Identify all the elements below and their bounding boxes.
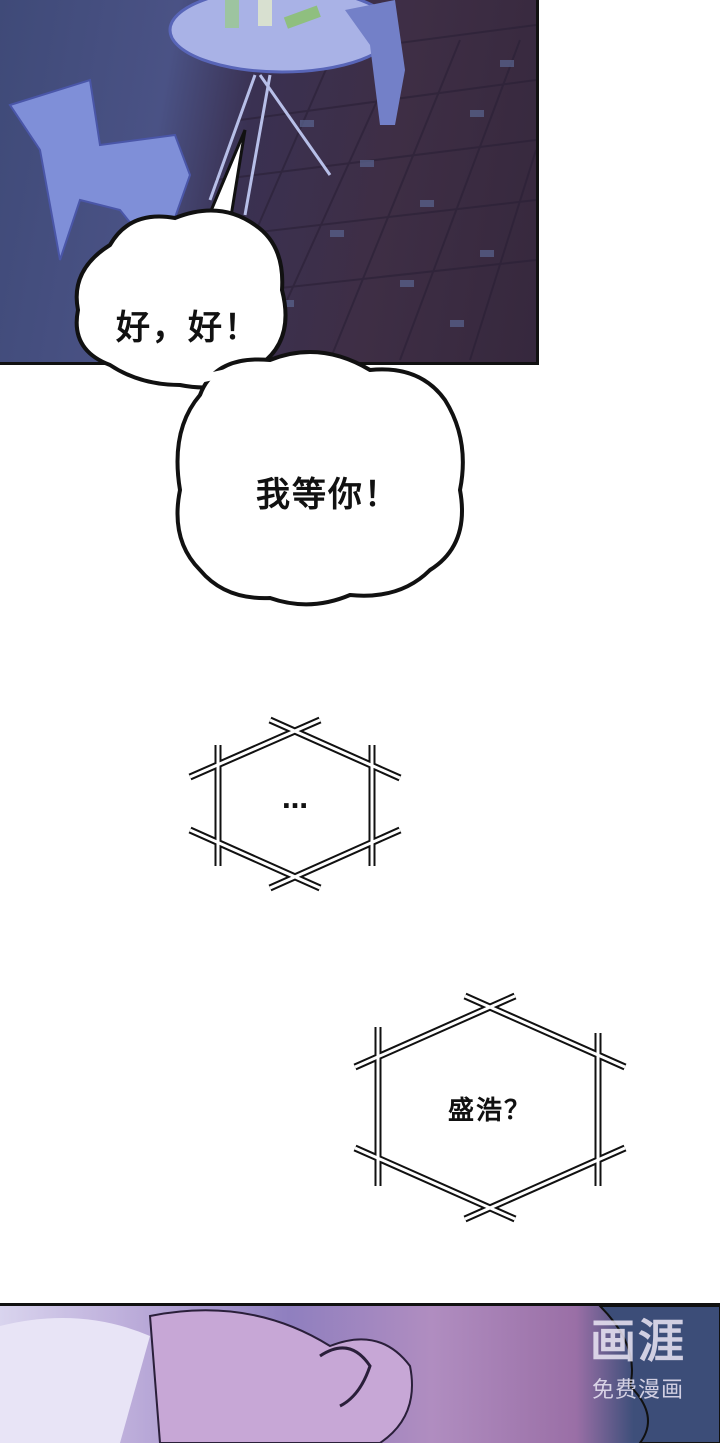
speech-text-2: 我等你！ (256, 475, 400, 515)
thought-text-1: … (282, 785, 310, 815)
speech-text-1: 好，好！ (116, 308, 260, 348)
patio-illustration (8, 0, 536, 361)
watermark-logo: 画涯 (590, 1314, 686, 1368)
thought-text-2: 盛浩？ (448, 1096, 533, 1126)
watermark-subtitle: 免费漫画 (591, 1378, 684, 1403)
speech-bubbles-layer (74, 129, 627, 1223)
comic-panel-closeup (0, 1303, 720, 1443)
closeup-illustration (0, 1306, 720, 1443)
speech-bubble-2 (175, 350, 465, 607)
watermark: 画涯 免费漫画 (590, 1318, 686, 1404)
